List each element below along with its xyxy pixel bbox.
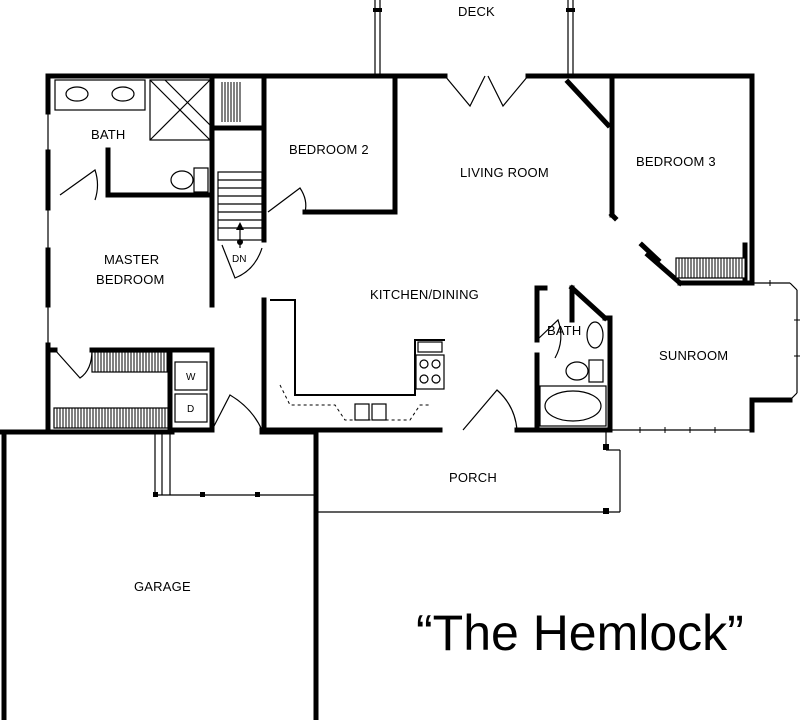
sunroom-windows — [606, 280, 800, 433]
interior-walls — [45, 73, 793, 433]
porch-label: PORCH — [449, 470, 497, 485]
staircase — [217, 82, 263, 279]
kitchen-counters — [270, 299, 445, 421]
closet-hatch-lines — [56, 258, 746, 428]
upper-bath-fixtures — [54, 79, 211, 193]
bedroom3-label: BEDROOM 3 — [636, 154, 716, 169]
lower-bath-fixtures — [539, 321, 607, 427]
doors — [54, 75, 662, 431]
porch — [153, 430, 621, 514]
bath-upper-label: BATH — [91, 127, 126, 142]
bedroom2-label: BEDROOM 2 — [289, 142, 369, 157]
garage-walls — [1, 429, 319, 720]
dryer-label: D — [187, 404, 194, 415]
master-bedroom-label-1: MASTER — [104, 252, 159, 267]
garage-label: GARAGE — [134, 579, 191, 594]
living-room-label: LIVING ROOM — [460, 165, 549, 180]
sunroom-label: SUNROOM — [659, 348, 728, 363]
bath-lower-label: BATH — [547, 323, 582, 338]
plan-title: “The Hemlock” — [416, 605, 744, 661]
washer-label: W — [186, 372, 196, 383]
deck-area — [373, 0, 575, 76]
deck-label: DECK — [458, 4, 495, 19]
stair-direction-label: DN — [232, 254, 246, 265]
kitchen-dining-label: KITCHEN/DINING — [370, 287, 479, 302]
laundry — [174, 361, 208, 423]
master-bedroom-label-2: BEDROOM — [96, 272, 165, 287]
